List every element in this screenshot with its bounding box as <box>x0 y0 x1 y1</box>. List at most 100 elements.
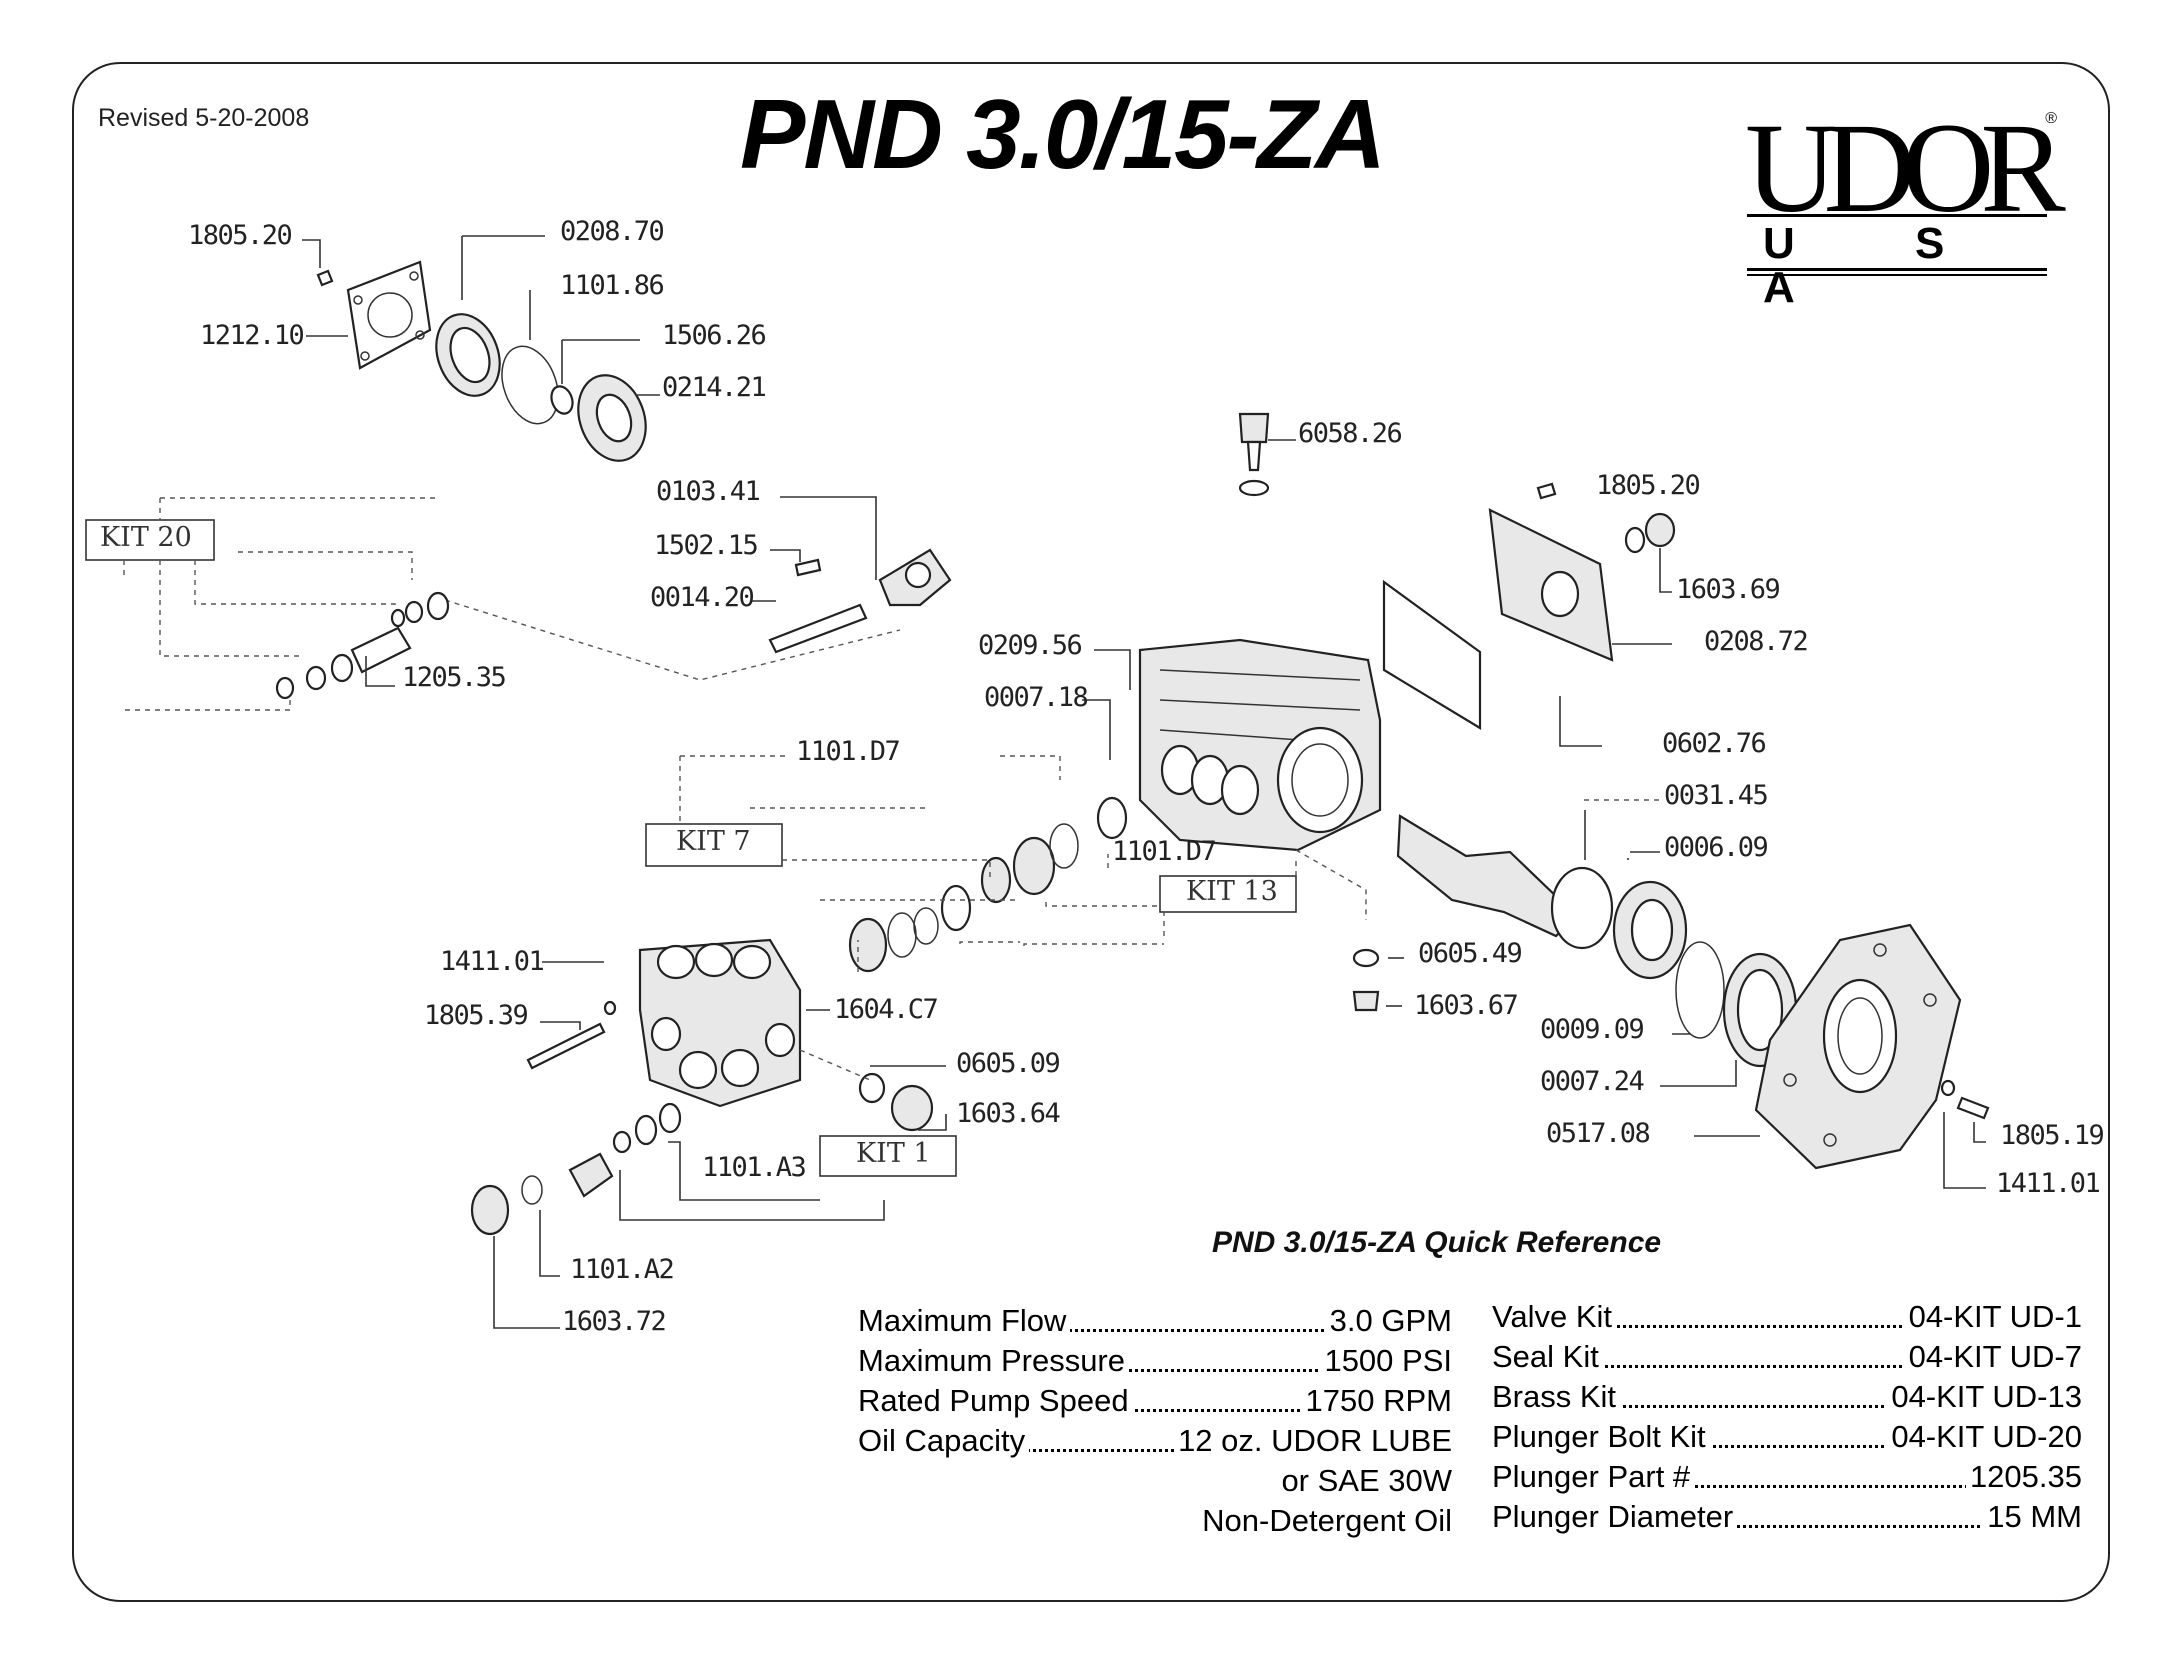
kit1-box <box>819 1135 957 1177</box>
part-label: 1502.15 <box>654 530 759 561</box>
crankcase <box>1082 638 1382 852</box>
kit-row: Plunger Part # 1205.35 <box>1492 1458 2082 1496</box>
part-label: 0517.08 <box>1546 1118 1651 1149</box>
part-label: 0605.09 <box>956 1048 1061 1079</box>
kit-row-value: 15 MM <box>1983 1498 2082 1536</box>
wrist-pin <box>794 558 822 577</box>
kit13-box <box>1159 875 1297 913</box>
kit-label: KIT 1 <box>856 1138 931 1169</box>
part-label: 0103.41 <box>656 476 761 507</box>
connecting-rod-group <box>750 496 952 654</box>
part-label: 1805.20 <box>1596 470 1701 501</box>
manifold-head <box>526 938 947 1132</box>
part-label: 0031.45 <box>1664 780 1769 811</box>
kit-row-label: Plunger Bolt Kit <box>1492 1418 1710 1456</box>
crankshaft-leaders <box>1584 799 1760 1137</box>
bearing-cover-group <box>316 260 647 462</box>
part-label: 1805.20 <box>188 220 293 251</box>
logo-rule <box>1747 268 2047 271</box>
part-label: 1411.01 <box>1996 1168 2101 1199</box>
part-label: 1411.01 <box>440 946 545 977</box>
kit-row-value: 04-KIT UD-1 <box>1904 1298 2082 1336</box>
spec-value: 12 oz. UDOR LUBE <box>1174 1422 1452 1460</box>
kit-row: Brass Kit 04-KIT UD-13 <box>1492 1378 2082 1416</box>
part-label: 1506.26 <box>662 320 767 351</box>
crosshead <box>768 603 868 654</box>
washer <box>1624 526 1646 554</box>
kit-row: Plunger Diameter 15 MM <box>1492 1498 2082 1536</box>
part-label: 0007.18 <box>984 682 1089 713</box>
part-label: 1805.39 <box>424 1000 529 1031</box>
head-bolt <box>526 1022 606 1070</box>
plunger-nut <box>275 676 295 700</box>
part-label: 1603.67 <box>1414 990 1519 1021</box>
gasket <box>1382 579 1482 730</box>
spec-label: Rated Pump Speed <box>858 1382 1133 1420</box>
leader-lines <box>302 235 660 396</box>
part-label: 0605.49 <box>1418 938 1523 969</box>
logo-sub: U S A <box>1763 219 1999 312</box>
page-border <box>72 62 2110 1602</box>
valve-assembly <box>470 1102 885 1329</box>
drain-washer <box>1352 948 1380 968</box>
snap-ring <box>550 385 574 415</box>
registered-mark: ® <box>2045 110 2057 127</box>
kit-row-label: Seal Kit <box>1492 1338 1603 1376</box>
spec-value: 1500 PSI <box>1320 1342 1452 1380</box>
kit-row-label: Brass Kit <box>1492 1378 1621 1416</box>
part-label: 0209.56 <box>978 630 1083 661</box>
logo-rule <box>1747 214 2047 217</box>
oil-plug <box>1644 512 1676 548</box>
kit-label: KIT 13 <box>1186 876 1278 907</box>
kit-row: Plunger Bolt Kit 04-KIT UD-20 <box>1492 1418 2082 1456</box>
part-label: 6058.26 <box>1298 418 1403 449</box>
outlet-plug <box>890 1084 934 1132</box>
part-label: 1604.C7 <box>834 994 939 1025</box>
bearing-housing <box>1754 923 1990 1189</box>
kit-row-label: Plunger Diameter <box>1492 1498 1738 1536</box>
part-label: 0208.70 <box>560 216 665 247</box>
part-label: 0214.21 <box>662 372 767 403</box>
drain-plug <box>1352 990 1380 1012</box>
part-label: 1603.72 <box>562 1306 667 1337</box>
flange-hole <box>367 292 413 338</box>
spec-row: Rated Pump Speed 1750 RPM <box>858 1382 1452 1420</box>
part-label: 1603.64 <box>956 1098 1061 1129</box>
page-title: PND 3.0/15-ZA <box>740 79 1386 189</box>
part-label: 0006.09 <box>1664 832 1769 863</box>
dipstick <box>1238 412 1296 497</box>
part-label: 1101.A3 <box>702 1152 807 1183</box>
plug-oring <box>858 1072 886 1104</box>
kit-row-value: 04-KIT UD-7 <box>1904 1338 2082 1376</box>
part-label: 1101.D7 <box>1112 836 1217 867</box>
cover-bolt <box>316 269 334 287</box>
revision-date: Revised 5-20-2008 <box>98 104 310 132</box>
seal-stack <box>848 796 1128 973</box>
spec-row: Maximum Pressure 1500 PSI <box>858 1342 1452 1380</box>
spec-label: Maximum Pressure <box>858 1342 1129 1380</box>
kit20-box <box>85 519 215 561</box>
part-label: 1101.D7 <box>796 736 901 767</box>
kit-row-value: 04-KIT UD-20 <box>1887 1418 2082 1456</box>
flange-plate <box>346 260 432 370</box>
part-label: 1205.35 <box>402 662 507 693</box>
quick-reference-title: PND 3.0/15-ZA Quick Reference <box>1212 1226 1662 1259</box>
crank-end <box>1550 866 1614 950</box>
part-label: 0007.24 <box>1540 1066 1645 1097</box>
kit-row-label: Valve Kit <box>1492 1298 1617 1336</box>
kit-row: Valve Kit 04-KIT UD-1 <box>1492 1298 2082 1336</box>
housing-bolt <box>1956 1096 1990 1120</box>
cover-bolt <box>1536 482 1557 500</box>
oil-note: Non-Detergent Oil <box>1202 1503 1452 1538</box>
oil-note: or SAE 30W <box>1281 1463 1452 1498</box>
logo-rule <box>1747 274 2047 276</box>
spec-value: 3.0 GPM <box>1325 1302 1452 1340</box>
kit20-lines <box>123 497 901 711</box>
part-label: 0208.72 <box>1704 626 1809 657</box>
o-ring <box>501 345 559 425</box>
kit7-lines <box>679 755 1297 972</box>
part-label: 1805.19 <box>2000 1120 2105 1151</box>
kit-row-value: 1205.35 <box>1965 1458 2082 1496</box>
washer <box>1940 1079 1956 1097</box>
part-label: 1101.A2 <box>570 1254 675 1285</box>
